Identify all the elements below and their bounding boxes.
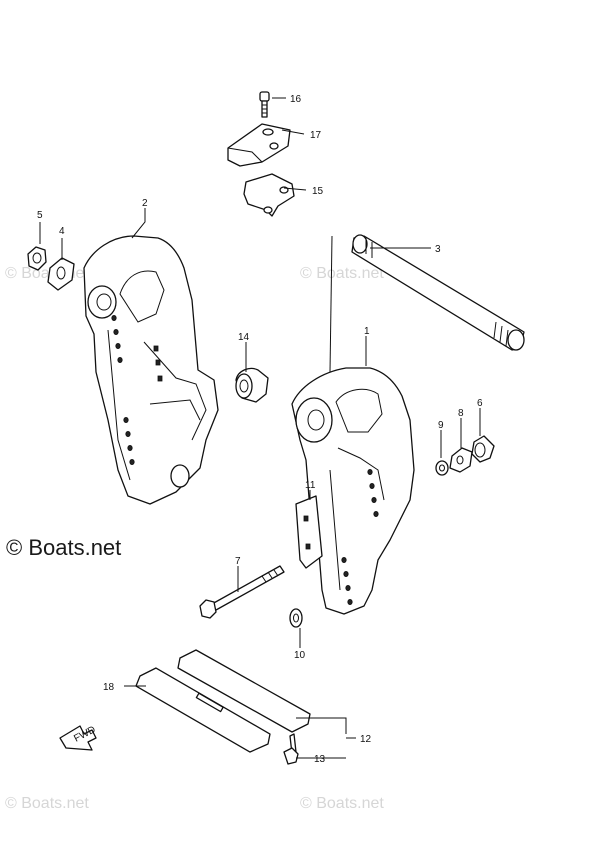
part-12-plate [177, 649, 311, 733]
part-17-bracket [227, 123, 291, 167]
part-2-adjust-holes [111, 314, 163, 465]
part-15-plate [243, 173, 295, 217]
part-6-cap [471, 435, 495, 463]
callout-13: 13 [314, 754, 326, 765]
part-9-washer [435, 460, 449, 476]
watermark-main: © Boats.net [6, 535, 121, 560]
callout-labels: 5 4 2 3 1 14 16 17 15 9 8 6 11 7 10 18 1… [37, 94, 483, 765]
fwd-arrow-icon: FWD [59, 724, 98, 751]
part-8-nut [449, 447, 473, 473]
part-10-washer [289, 608, 303, 628]
leader-lines [39, 97, 481, 759]
part-1-clamp-bracket [291, 367, 415, 615]
part-11-plate [295, 495, 323, 569]
callout-2: 2 [142, 198, 148, 209]
part-13-screw [283, 733, 299, 765]
callout-15: 15 [312, 186, 324, 197]
watermark-bottom-right: © Boats.net [300, 795, 384, 812]
callout-11: 11 [305, 480, 316, 491]
callout-9: 9 [438, 420, 444, 431]
callout-16: 16 [290, 94, 302, 105]
callout-6: 6 [477, 398, 483, 409]
callout-10: 10 [294, 650, 306, 661]
part-14-bushing [235, 367, 269, 403]
callout-1: 1 [364, 326, 370, 337]
part-3-shaft [351, 234, 525, 351]
watermark-top-right: © Boats.net [300, 265, 384, 282]
callout-17: 17 [310, 130, 322, 141]
callout-7: 7 [235, 556, 241, 567]
watermark-group: © Boats.net © Boats.net © Boats.net © Bo… [5, 265, 384, 812]
watermark-top-left: © Boats.net [5, 265, 89, 282]
callout-18: 18 [103, 682, 115, 693]
callout-12: 12 [360, 734, 372, 745]
callout-5: 5 [37, 210, 43, 221]
watermark-bottom-left: © Boats.net [5, 795, 89, 812]
part-4-washer [47, 257, 75, 291]
part-5-nut [27, 246, 47, 271]
part-2-clamp-bracket [83, 235, 219, 505]
callout-8: 8 [458, 408, 464, 419]
part-16-bolt [259, 91, 270, 118]
part-1-adjust-holes [341, 468, 379, 606]
callout-14: 14 [238, 332, 250, 343]
callout-3: 3 [435, 244, 441, 255]
callout-4: 4 [59, 226, 65, 237]
part-7-bolt [199, 565, 285, 619]
